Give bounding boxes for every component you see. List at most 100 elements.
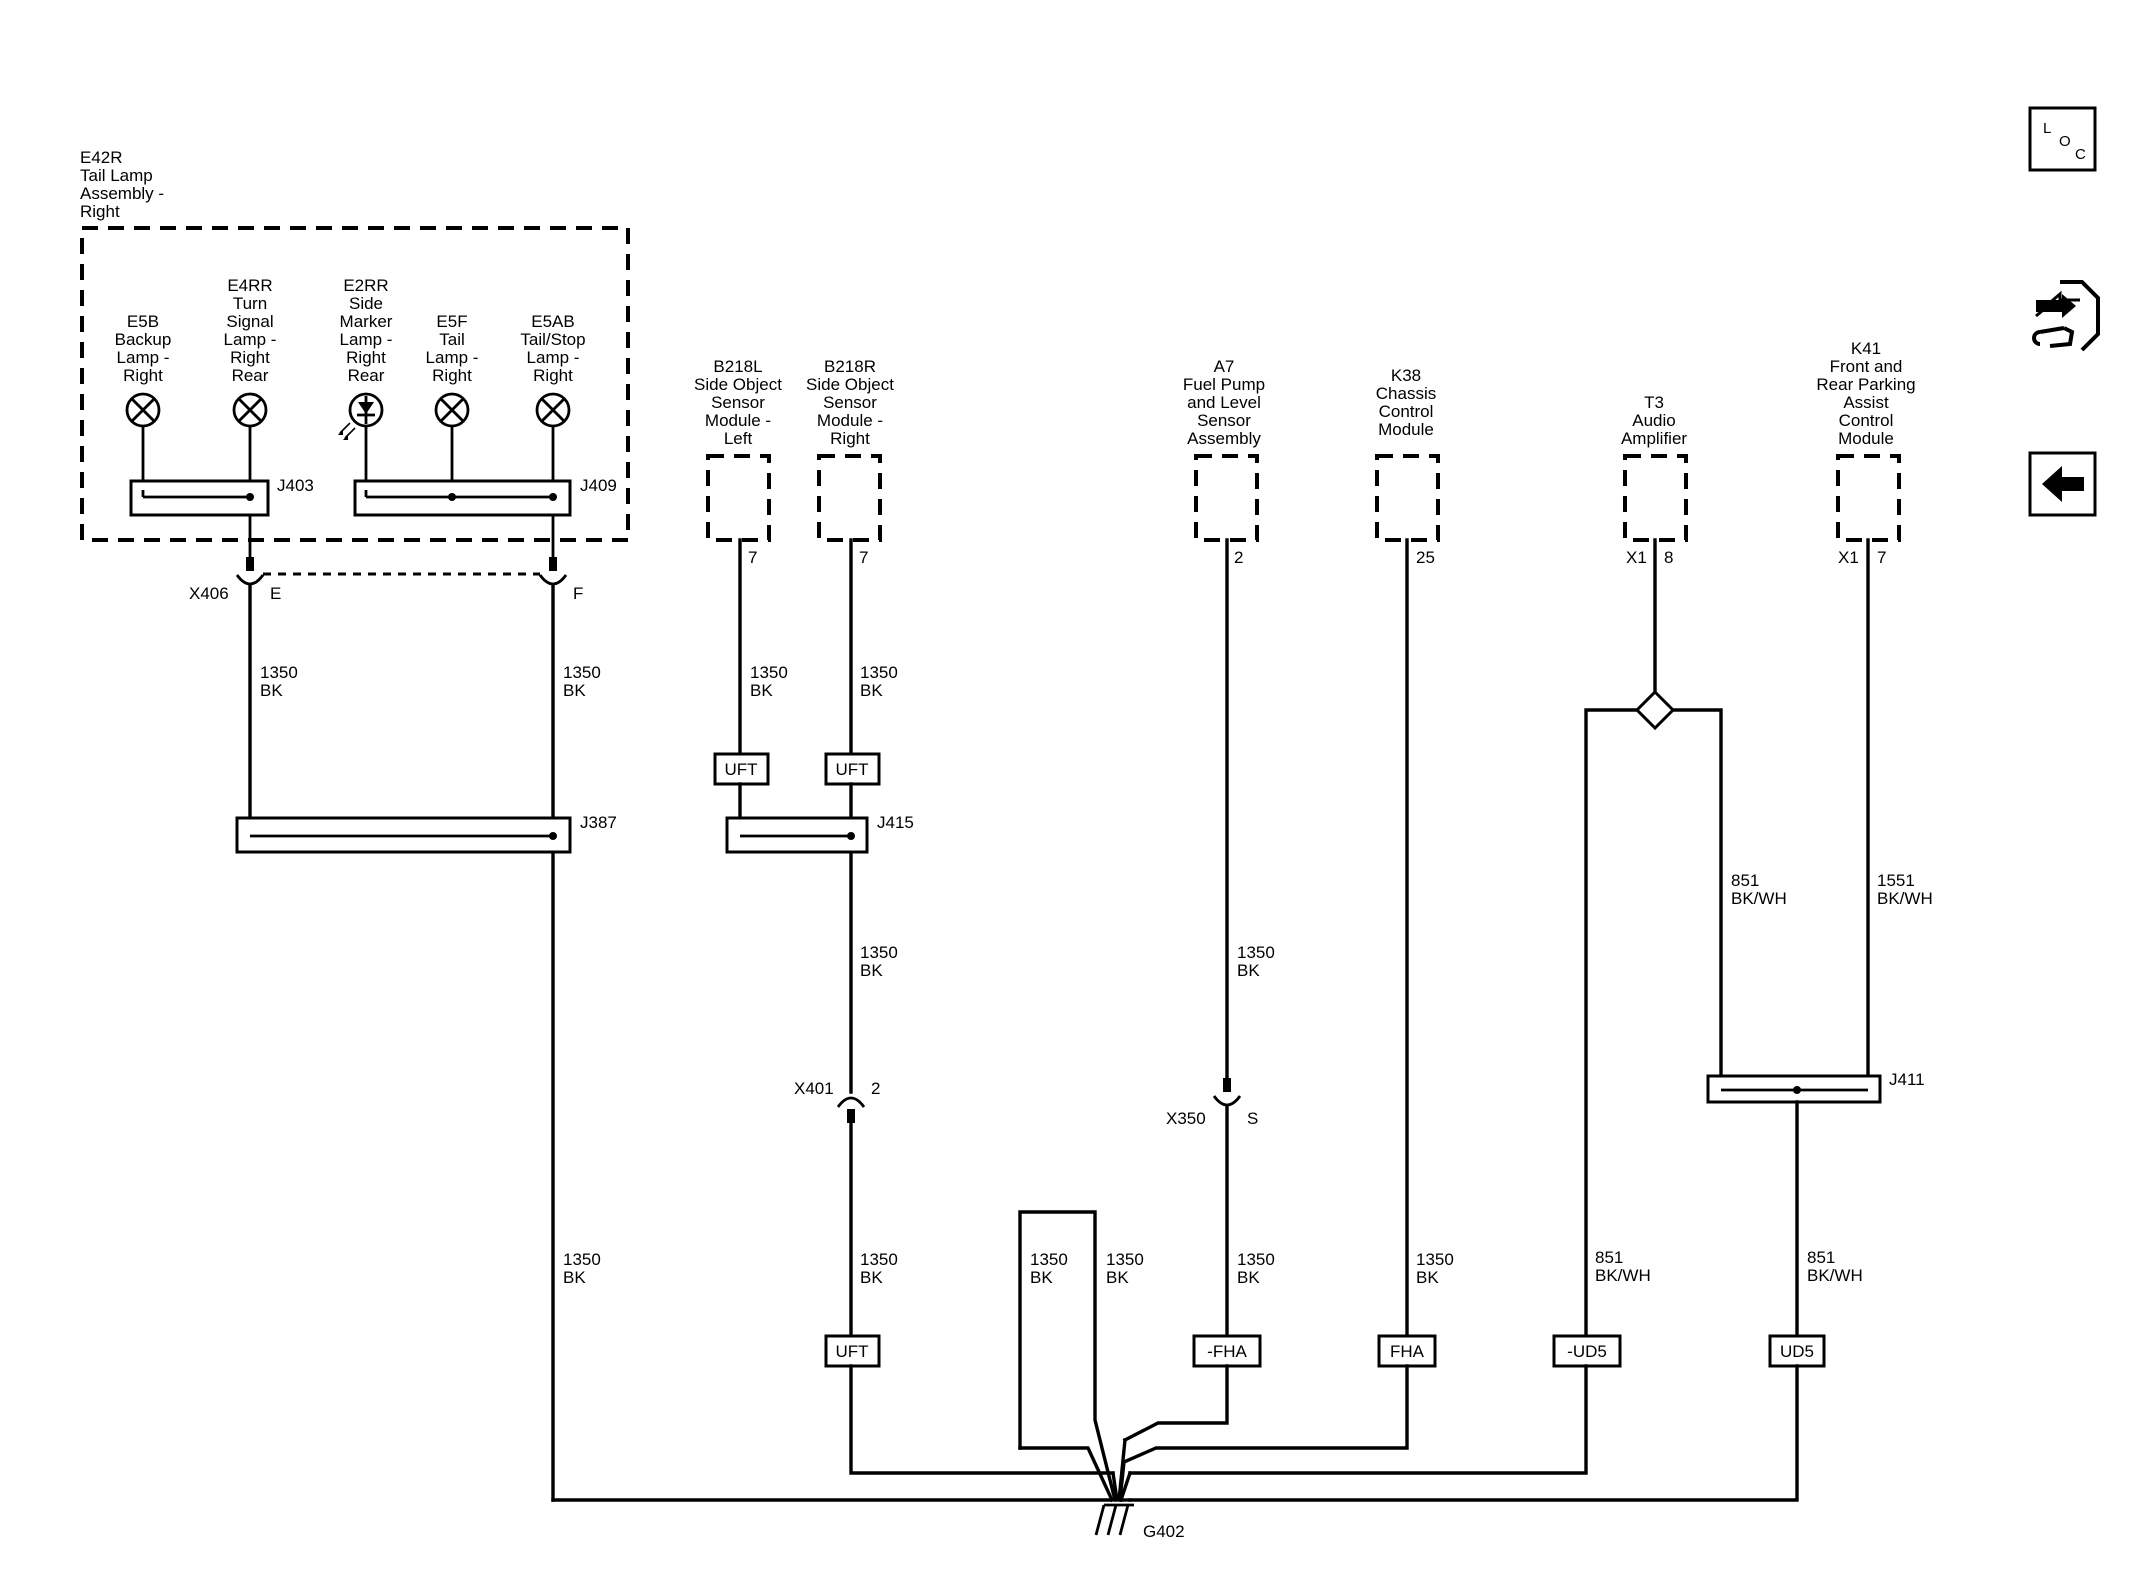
label-line: 1551 (1877, 871, 1915, 890)
label-line: Assembly (1187, 429, 1261, 448)
label-line: Lamp - (224, 330, 277, 349)
label-line: 1350 (750, 663, 788, 682)
lamp-e5ab-icon (535, 392, 571, 428)
label-line: BK/WH (1807, 1266, 1863, 1285)
svg-text:FHA: FHA (1390, 1342, 1425, 1361)
connector-wrench-icon[interactable] (2032, 280, 2100, 352)
label-line: 1350 (260, 663, 298, 682)
label-line: 1350 (563, 1250, 601, 1269)
label-line: BK (1416, 1268, 1439, 1287)
label-line: E42R (80, 148, 123, 167)
svg-text:-UD5: -UD5 (1567, 1342, 1607, 1361)
splice-j415-label: J415 (877, 813, 914, 832)
svg-text:UFT: UFT (724, 760, 757, 779)
label-line: K38 (1391, 366, 1421, 385)
lamp-e5f-icon (434, 392, 470, 428)
module-b218r-box (817, 454, 882, 542)
label-line: 1350 (1030, 1250, 1068, 1269)
label-line: E5F (436, 312, 467, 331)
label-line: BK (1237, 1268, 1260, 1287)
label-line: Turn (233, 294, 267, 313)
svg-text:L: L (2043, 120, 2051, 137)
label-line: Rear (232, 366, 269, 385)
svg-text:O: O (2059, 133, 2071, 150)
module-b218l-pin: 7 (748, 548, 757, 567)
label-line: BK (860, 681, 883, 700)
connector-x401-pin: 2 (871, 1079, 880, 1098)
label-line: BK (563, 681, 586, 700)
svg-text:UD5: UD5 (1780, 1342, 1814, 1361)
connector-x401-label: X401 (794, 1079, 834, 1098)
label-line: Marker (340, 312, 393, 331)
connector-x401: X401 2 (794, 1079, 880, 1123)
label-line: Right (533, 366, 573, 385)
location-view-button[interactable]: L O C (2028, 106, 2097, 172)
label-line: 1350 (860, 663, 898, 682)
label-line: 1350 (860, 943, 898, 962)
circuit-tag: UFT (713, 752, 770, 786)
label-line: BK/WH (1595, 1266, 1651, 1285)
label-line: 851 (1807, 1248, 1835, 1267)
label-line: BK (750, 681, 773, 700)
splice-j403: J403 (129, 476, 314, 517)
module-k38-box (1375, 454, 1440, 542)
label-line: Lamp - (117, 348, 170, 367)
label-line: Right (432, 366, 472, 385)
label-line: Side (349, 294, 383, 313)
label-line: Right (123, 366, 163, 385)
label-line: 1350 (1106, 1250, 1144, 1269)
label-line: Right (80, 202, 120, 221)
module-a7-box (1194, 454, 1259, 542)
label-line: Control (1839, 411, 1894, 430)
module-a7-pin: 2 (1234, 548, 1243, 567)
module-k41-conn: X1 (1838, 548, 1859, 567)
circuit-tag: -UD5 (1552, 1334, 1622, 1368)
connector-x406-pin-e: E (270, 584, 281, 603)
circuit-tag: UFT (824, 752, 881, 786)
label-line: Left (724, 429, 753, 448)
label-line: 851 (1595, 1248, 1623, 1267)
label-line: Module (1838, 429, 1894, 448)
label-line: Lamp - (527, 348, 580, 367)
label-line: Control (1379, 402, 1434, 421)
ground-g402-label: G402 (1143, 1522, 1185, 1541)
label-line: BK (260, 681, 283, 700)
label-line: 1350 (1237, 943, 1275, 962)
back-arrow-button[interactable] (2028, 451, 2097, 517)
connector-x406-label: X406 (189, 584, 229, 603)
label-line: Assembly - (80, 184, 164, 203)
splice-j411-label: J411 (1889, 1070, 1925, 1089)
splice-j387: J387 (235, 813, 617, 854)
label-line: Rear Parking (1816, 375, 1915, 394)
label-line: Sensor (823, 393, 877, 412)
svg-text:C: C (2075, 146, 2086, 163)
led-lamp-e2rr-icon (338, 392, 384, 440)
connector-x406-pin-f: F (573, 584, 583, 603)
module-t3-pin: 8 (1664, 548, 1673, 567)
label-line: Module (1378, 420, 1434, 439)
circuit-tag: FHA (1377, 1334, 1437, 1368)
circuit-tag: UD5 (1768, 1334, 1826, 1368)
label-line: Front and (1830, 357, 1903, 376)
connector-x406: X406 E F (189, 557, 583, 603)
label-line: Chassis (1376, 384, 1436, 403)
splice-j403-label: J403 (277, 476, 314, 495)
